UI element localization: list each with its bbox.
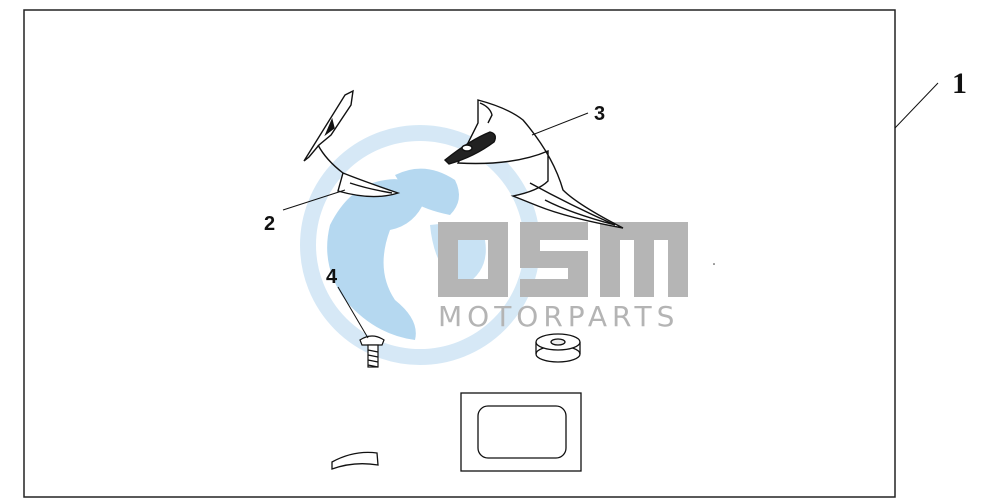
part-3-cowl [443, 99, 624, 229]
callout-1: 1 [952, 67, 967, 100]
leader-line-3 [531, 112, 589, 136]
watermark-logo [438, 222, 688, 297]
adhesive-pad [460, 392, 582, 472]
part-2-bracket [303, 89, 401, 198]
leader-line-2 [282, 189, 346, 211]
callout-3: 3 [594, 103, 605, 125]
small-cap [331, 451, 379, 470]
part-4-screw [359, 335, 385, 368]
watermark-subtitle: MOTORPARTS [438, 300, 679, 333]
leader-line-1 [894, 82, 939, 129]
callout-2: 2 [264, 213, 275, 235]
grommet [535, 333, 581, 363]
diagram-dot [713, 263, 715, 265]
leader-line-4 [337, 286, 369, 339]
callout-4: 4 [326, 266, 338, 288]
diagram-frame [23, 9, 896, 498]
